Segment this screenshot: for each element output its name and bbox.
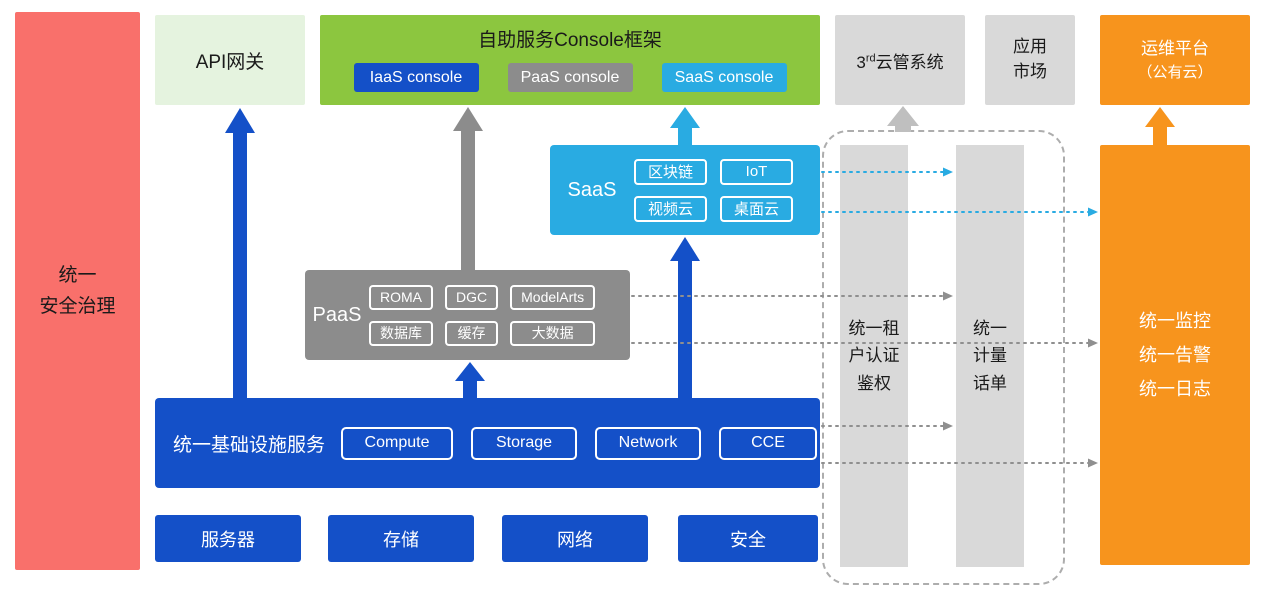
om-platform-line2: （公有云） (1137, 63, 1213, 81)
billing-bar-line2: 计量 (973, 346, 1007, 366)
arrow-monitor-to-om-platform (1145, 107, 1175, 145)
saas-service-blockchain: 区块链 (634, 158, 708, 185)
hardware-security-label: 安全 (730, 529, 766, 550)
monitor-bar-line3: 统一日志 (1139, 379, 1211, 400)
arrow-paas-to-console (453, 107, 483, 270)
paas-service-bigdata: 大数据 (510, 320, 596, 346)
app-market-box: 应用 市场 (985, 15, 1075, 105)
third-party-num: 3 (856, 52, 866, 72)
hardware-storage-label: 存储 (383, 529, 419, 550)
infra-service-cce: CCE (719, 426, 818, 460)
paas-service-modelarts: ModelArts (510, 284, 596, 310)
paas-services: ROMA DGC ModelArts 数据库 缓存 大数据 (369, 284, 596, 346)
billing-bar-line3: 话单 (973, 373, 1007, 393)
paas-label: PaaS (312, 303, 362, 326)
unified-monitor-alert-log-bar: 统一监控 统一告警 统一日志 (1100, 145, 1250, 565)
saas-console-button: SaaS console (661, 63, 787, 92)
hardware-network-label: 网络 (557, 529, 593, 550)
arrow-bars-to-third-party (887, 106, 919, 132)
security-bar-line1: 统一 (58, 264, 97, 286)
third-party-cloud-mgmt-box: 3rd云管系统 (835, 15, 965, 105)
third-party-text: 云管系统 (875, 52, 944, 72)
paas-service-roma: ROMA (369, 284, 433, 310)
infra-service-storage: Storage (471, 426, 578, 460)
hardware-network-box: 网络 (502, 515, 648, 562)
infra-service-compute: Compute (341, 426, 454, 460)
auth-bar-line1: 统一租 (848, 319, 900, 339)
api-gateway-box: API网关 (155, 15, 305, 105)
infrastructure-label: 统一基础设施服务 (173, 434, 326, 456)
monitor-bar-line1: 统一监控 (1139, 310, 1211, 331)
third-party-sup: rd (865, 51, 876, 64)
unified-security-governance-bar: 统一 安全治理 (15, 12, 140, 570)
paas-service-cache: 缓存 (445, 320, 499, 346)
paas-service-database: 数据库 (369, 320, 433, 346)
infrastructure-services: Compute Storage Network CCE (341, 426, 818, 460)
infra-service-network: Network (595, 426, 702, 460)
paas-service-dgc: DGC (445, 284, 499, 310)
om-platform-line1: 运维平台 (1140, 39, 1209, 58)
paas-console-button: PaaS console (507, 63, 633, 92)
hardware-security-box: 安全 (678, 515, 818, 562)
console-framework-title: 自助服务Console框架 (478, 30, 662, 51)
billing-bar-line1: 统一 (973, 319, 1007, 339)
infrastructure-services-box: 统一基础设施服务 Compute Storage Network CCE (155, 398, 820, 488)
arrow-infra-to-saas (670, 237, 700, 398)
saas-layer-box: SaaS 区块链 IoT 视频云 桌面云 (550, 145, 820, 235)
api-gateway-label: API网关 (195, 51, 265, 73)
hardware-server-box: 服务器 (155, 515, 301, 562)
arrow-saas-to-console (670, 107, 700, 145)
console-framework-box: 自助服务Console框架 IaaS console PaaS console … (320, 15, 820, 105)
auth-bar-line2: 户认证 (848, 346, 900, 366)
saas-service-iot: IoT (720, 158, 794, 185)
security-bar-label: 统一 安全治理 (39, 260, 115, 323)
hardware-storage-box: 存储 (328, 515, 474, 562)
om-platform-box: 运维平台 （公有云） (1100, 15, 1250, 105)
unified-metering-billing-bar: 统一 计量 话单 (956, 145, 1024, 567)
om-platform-label: 运维平台 （公有云） (1137, 36, 1212, 84)
shared-services-dashed-group (822, 130, 1065, 585)
saas-label: SaaS (567, 178, 617, 201)
paas-layer-box: PaaS ROMA DGC ModelArts 数据库 缓存 大数据 (305, 270, 630, 360)
saas-service-video-cloud: 视频云 (634, 195, 708, 222)
app-market-label: 应用 市场 (1013, 35, 1047, 84)
app-market-line1: 应用 (1013, 37, 1047, 57)
third-party-label: 3rd云管系统 (856, 48, 943, 73)
arrow-infra-to-paas (455, 362, 485, 398)
monitor-bar-label: 统一监控 统一告警 统一日志 (1139, 304, 1211, 407)
saas-service-desktop-cloud: 桌面云 (720, 195, 794, 222)
saas-services: 区块链 IoT 视频云 桌面云 (634, 158, 794, 222)
arrow-infra-to-api-gateway (225, 108, 255, 398)
hardware-server-label: 服务器 (201, 529, 255, 550)
app-market-line2: 市场 (1013, 62, 1047, 81)
monitor-bar-line2: 统一告警 (1139, 344, 1211, 365)
console-buttons: IaaS console PaaS console SaaS console (320, 63, 820, 92)
security-bar-line2: 安全治理 (39, 296, 116, 317)
auth-bar-line3: 鉴权 (857, 373, 891, 393)
iaas-console-button: IaaS console (353, 63, 479, 92)
auth-bar-label: 统一租 户认证 鉴权 (849, 315, 900, 397)
unified-tenant-auth-bar: 统一租 户认证 鉴权 (840, 145, 908, 567)
billing-bar-label: 统一 计量 话单 (973, 315, 1007, 397)
